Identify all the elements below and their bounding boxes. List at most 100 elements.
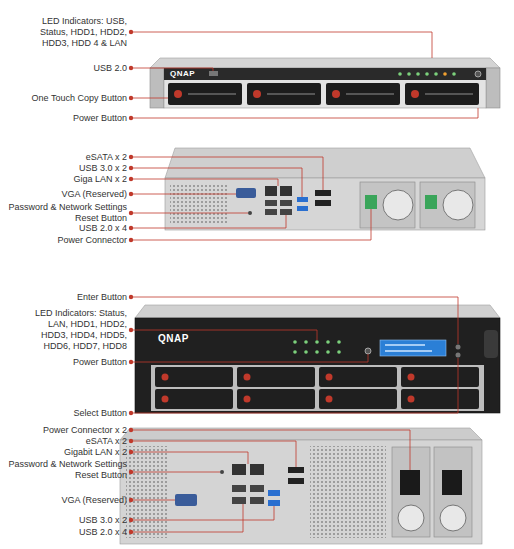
bay-handle <box>267 93 315 95</box>
led <box>304 350 308 354</box>
leader-line <box>131 472 220 473</box>
vga-port <box>236 188 256 198</box>
callout-label: Password & Network Settings Reset Button <box>3 202 127 224</box>
leader-dot <box>129 30 133 34</box>
lcd-line <box>385 344 425 346</box>
leader-dot <box>129 155 133 159</box>
led <box>315 340 319 344</box>
vent-grille <box>126 446 168 538</box>
led <box>315 350 319 354</box>
esata-port <box>288 478 304 484</box>
lcd-panel <box>380 340 446 356</box>
leader-line <box>131 108 478 118</box>
callout-label: VGA (Reserved) <box>3 189 127 200</box>
bay-latch <box>244 374 251 381</box>
drive-bay <box>319 389 397 409</box>
leader-line <box>131 179 278 186</box>
bay-latch <box>332 90 340 98</box>
leader-dot <box>129 66 133 70</box>
leader-dot <box>129 177 133 181</box>
leader-line <box>131 157 323 190</box>
led <box>407 72 411 76</box>
leader-line <box>131 500 175 501</box>
led <box>337 350 341 354</box>
led <box>293 350 297 354</box>
callout-label: Power Connector <box>3 235 127 246</box>
lan-port <box>250 464 264 475</box>
leader-dots <box>129 30 133 534</box>
leader-dot <box>129 226 133 230</box>
leader-dot <box>129 211 133 215</box>
callout-label: One Touch Copy Button <box>3 93 127 104</box>
led <box>434 72 438 76</box>
callout-label: VGA (Reserved) <box>3 495 127 506</box>
leader-dot <box>129 295 133 299</box>
leader-line <box>131 506 274 520</box>
led <box>452 72 456 76</box>
drive-bay <box>247 83 321 105</box>
callout-label: Enter Button <box>3 292 127 303</box>
leader-dot <box>129 450 133 454</box>
bay-latch <box>162 374 169 381</box>
leader-line <box>131 297 458 344</box>
bay-latch <box>253 90 261 98</box>
drive-frame <box>151 365 484 411</box>
leader-line <box>131 194 236 195</box>
esata-port <box>288 467 304 473</box>
power-connector <box>365 195 377 209</box>
drive-bay <box>155 389 233 409</box>
esata-port <box>315 190 331 196</box>
chassis-top <box>165 148 485 178</box>
leader-line <box>131 430 410 470</box>
leader-line <box>131 354 368 362</box>
vent-grille <box>170 184 228 224</box>
callout-label: USB 3.0 x 2 <box>3 515 127 526</box>
leader-line <box>131 441 296 467</box>
leader-dot <box>129 360 133 364</box>
callout-label: USB 2.0 <box>3 63 127 74</box>
callout-label: LED Indicators: USB, Status, HDD1, HDD2,… <box>23 16 127 49</box>
lcd-line <box>385 350 432 352</box>
vent-grille <box>310 446 386 538</box>
brand-logo: QNAP <box>158 333 189 344</box>
reset-button <box>220 470 224 474</box>
bay-latch <box>244 396 251 403</box>
drive-bay <box>319 367 397 387</box>
lan-port <box>280 186 292 196</box>
callout-label: USB 2.0 x 4 <box>3 527 127 538</box>
leader-dot <box>129 328 133 332</box>
leader-dot <box>129 96 133 100</box>
callout-label: Power Connector x 2 <box>3 425 127 436</box>
callout-label: USB 3.0 x 2 <box>3 163 127 174</box>
usb-port <box>250 497 264 504</box>
led <box>304 340 308 344</box>
bay-latch <box>162 396 169 403</box>
leader-line <box>131 209 371 240</box>
brand-logo: QNAP <box>170 69 195 78</box>
enter-button <box>456 345 461 350</box>
drive-bay <box>401 389 479 409</box>
callout-label: Power Button <box>3 357 127 368</box>
bay-latch <box>408 374 415 381</box>
usb-port <box>250 485 264 492</box>
bay-latch <box>326 374 333 381</box>
leader-dot <box>129 470 133 474</box>
power-connector <box>425 195 437 209</box>
leader-dot <box>129 411 133 415</box>
bay-handle <box>425 93 473 95</box>
led <box>326 350 330 354</box>
power-connector <box>400 470 420 495</box>
leader-line <box>131 168 302 197</box>
rack-ear <box>150 68 164 108</box>
usb-port <box>265 209 277 215</box>
back-panel <box>120 440 482 544</box>
power-supply <box>392 447 430 537</box>
led <box>398 72 402 76</box>
esata-port <box>315 200 331 206</box>
usb-port <box>232 485 246 492</box>
leader-dot <box>129 439 133 443</box>
drive-bay <box>168 83 242 105</box>
power-connector <box>442 470 462 495</box>
leader-line <box>131 504 243 532</box>
